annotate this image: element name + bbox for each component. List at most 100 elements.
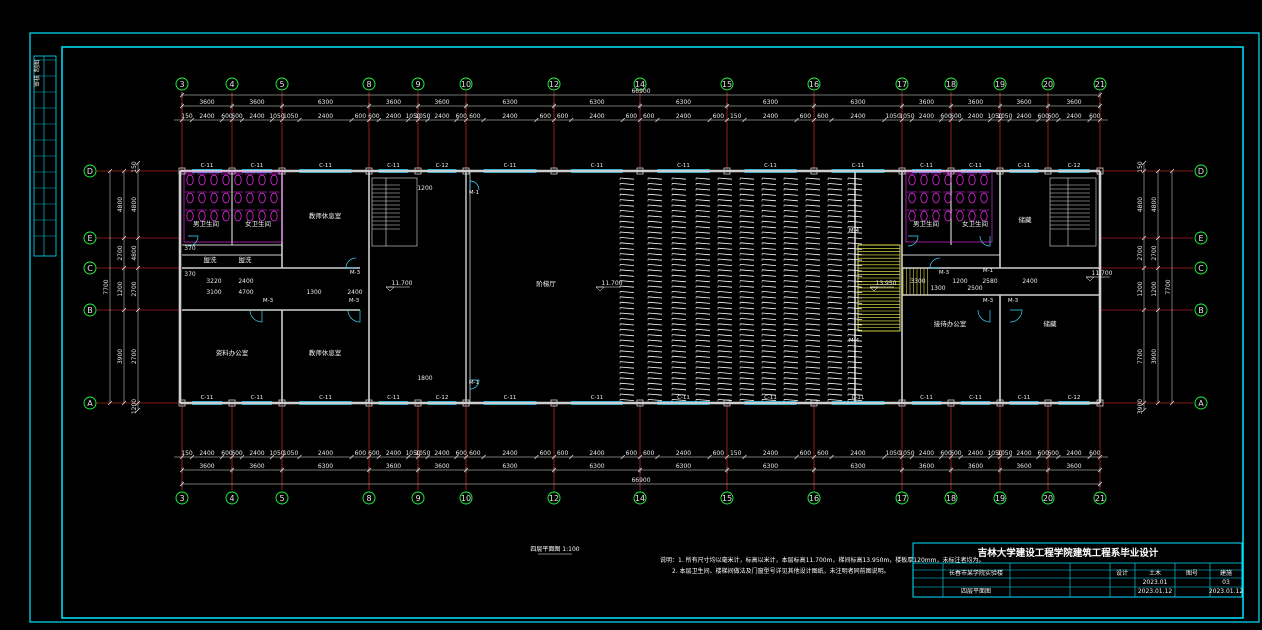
dim-sub-bottom-text: 600 (221, 450, 233, 457)
seat-row (695, 350, 711, 353)
window-label: C-11 (920, 163, 933, 169)
seat-row (739, 220, 755, 223)
seat-row (827, 355, 843, 358)
column (228, 399, 236, 407)
seat-row (647, 247, 663, 250)
drawing-title: 四层平面图 1:100 (530, 546, 579, 553)
seat-row (671, 210, 687, 212)
seat-row (783, 193, 799, 196)
seat-row (847, 328, 863, 331)
seat-row (717, 393, 733, 396)
dim-sub-top-text: 1050 (283, 113, 298, 120)
seat-row (695, 215, 711, 218)
seat-row (695, 399, 711, 401)
seat-row (805, 301, 821, 304)
seat-row (805, 210, 821, 212)
seat-row (619, 334, 635, 337)
seat-row (847, 199, 863, 202)
axis-bubble-label: 19 (995, 494, 1005, 503)
axis-bubble-label: B (1198, 306, 1204, 315)
seat-row (647, 264, 663, 266)
dim-sub-top-tick (958, 117, 964, 123)
dim-right-bays-text: 1200 (1151, 281, 1158, 296)
window-label: C-12 (1068, 395, 1081, 401)
dim-sub-bottom-tick (1056, 454, 1061, 460)
seat-row (805, 285, 821, 288)
axis-bubble (225, 77, 239, 91)
title-block-cell: 土木 (1149, 569, 1161, 577)
seat-row (717, 312, 733, 315)
seat-row (671, 399, 687, 401)
toilet-fixture-right (908, 210, 916, 222)
window-label: C-11 (1018, 163, 1031, 169)
seat-row (695, 183, 711, 185)
dim-sub-top-text: 2400 (249, 113, 264, 120)
axis-bubble (720, 77, 734, 91)
door-swing (929, 257, 941, 269)
dim-right-bays-text: 4800 (1151, 197, 1158, 212)
dim-sub-bottom-tick (1036, 454, 1041, 460)
seat-row (647, 318, 663, 320)
seat-row (717, 291, 733, 293)
seat-row (761, 183, 777, 185)
toilet-fixture-right (980, 210, 988, 222)
seat-row (671, 193, 687, 196)
seat-row (619, 204, 635, 207)
seat-row (847, 215, 863, 218)
seat-row (695, 269, 711, 272)
dim-sub-bottom-text: 600 (1047, 450, 1059, 457)
dim-left-sub-text: 1200 (131, 399, 138, 414)
column (550, 399, 558, 407)
dim-left-bays-tick (121, 168, 127, 174)
dim-right-sub-text: 2700 (1137, 245, 1144, 260)
dim-sub-top-text: 600 (626, 113, 638, 120)
seat-row (739, 193, 755, 196)
axis-bubble-label: 18 (946, 80, 956, 89)
seat-row (827, 312, 843, 315)
dim-sub-bottom-tick (219, 454, 225, 460)
seat-row (647, 388, 663, 391)
dim-sub-top-text: 2400 (589, 113, 604, 120)
dim-left-bays-text: 4800 (117, 197, 124, 212)
axis-bubble (807, 77, 821, 91)
seat-row (671, 285, 687, 288)
dim-sub-bottom-text: 600 (817, 450, 829, 457)
seat-row (761, 301, 777, 304)
dim-sub-top-text: 600 (557, 113, 569, 120)
seat-row (827, 242, 843, 245)
axis-bubble (175, 491, 189, 505)
column (810, 167, 818, 175)
toilet-fixture-right (932, 192, 940, 204)
seat-row (695, 393, 711, 396)
dim-sub-top-text: 150 (181, 113, 193, 120)
dim-sub-top-tick (620, 117, 626, 123)
axis-bubble-label: 21 (1095, 494, 1105, 503)
seat-row (847, 312, 863, 315)
dim-left-sub-tick (135, 407, 141, 413)
seat-row (827, 264, 843, 266)
title-block-cell: 设计 (1116, 569, 1128, 577)
dim-left-bays-text: 1200 (117, 281, 124, 296)
seat-row (761, 274, 777, 277)
seat-row (671, 377, 687, 380)
seat-row (783, 382, 799, 385)
dim-sub-top-text: 600 (469, 113, 481, 120)
seat-row (783, 339, 799, 342)
seat-row (805, 199, 821, 202)
seat-row (827, 285, 843, 288)
axis-bubble (83, 261, 97, 275)
door-swing (347, 309, 361, 323)
seat-row (695, 296, 711, 299)
seat-row (827, 328, 843, 331)
seat-row (647, 269, 663, 272)
seat-row (717, 323, 733, 326)
axis-bubble (1041, 491, 1055, 505)
seat-row (619, 269, 635, 272)
axis-bubble (275, 491, 289, 505)
seat-row (647, 350, 663, 353)
seat-row (847, 291, 863, 293)
axis-bubble (459, 491, 473, 505)
dim-sub-bottom-text: 2400 (1016, 450, 1031, 457)
window-label: C-11 (677, 395, 690, 401)
seat-row (671, 226, 687, 229)
